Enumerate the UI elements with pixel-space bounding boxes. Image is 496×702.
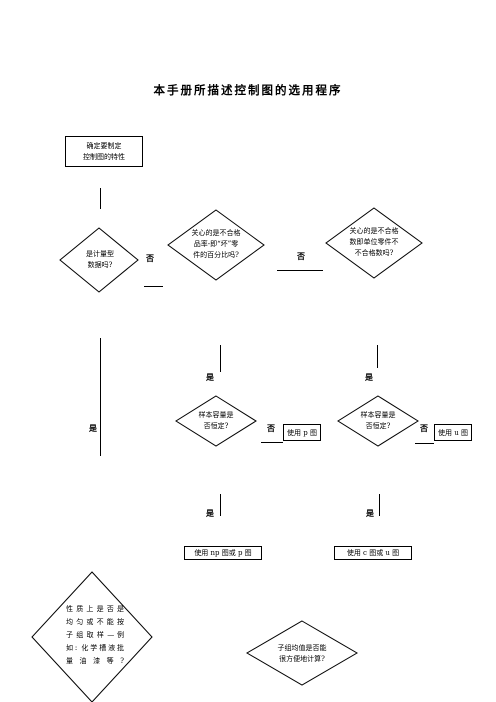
label-no: 否 xyxy=(267,424,275,433)
decision-text-measurement: 是计量型 数据吗? xyxy=(72,249,128,271)
connector xyxy=(220,345,221,372)
page-title: 本手册所描述控制图的选用程序 xyxy=(153,83,343,97)
decision-text-sample-size-u: 样本容量是 否恒定? xyxy=(348,410,408,432)
connector xyxy=(261,442,283,443)
diamond-line: 如: 化学槽液批 xyxy=(66,644,124,652)
decision-text-defective-rate: 关心的是不合格 品率-即“坏”零 件的百分比吗? xyxy=(181,228,251,261)
label-yes: 是 xyxy=(366,509,374,518)
diamond-line: 数据吗? xyxy=(87,261,113,269)
box-use-p-chart: 使用 p 图 xyxy=(283,424,321,441)
decision-diamond-defective-rate xyxy=(167,209,265,281)
diamond-line: 数即单位零件不 xyxy=(349,238,399,246)
diamond-line: 样本容量是 xyxy=(360,411,396,419)
diamond-line: 关心的是不合格 xyxy=(349,227,399,235)
box-text: 控制图的特性 xyxy=(83,152,125,161)
diamond-line: 子 组 取 样 — 例 xyxy=(66,631,124,639)
connector xyxy=(415,443,434,444)
diamond-line: 否恒定? xyxy=(365,422,391,430)
diamond-line: 品率-即“坏”零 xyxy=(193,240,239,248)
label-no: 否 xyxy=(420,424,428,433)
decision-diamond-measurement xyxy=(59,227,139,293)
diamond-line: 量油漆等? xyxy=(66,657,124,665)
diamond-line: 关心的是不合格 xyxy=(191,229,241,237)
decision-text-homogeneous: 性 质 上 是 否 是 均 匀 或 不 能 按 子 组 取 样 — 例 如: 化… xyxy=(66,603,124,668)
diamond-line: 很方便地计算? xyxy=(279,655,325,663)
connector xyxy=(220,494,221,516)
label-no: 否 xyxy=(297,252,305,261)
diamond-line: 样本容量是 xyxy=(198,411,234,419)
decision-diamond-subgroup-mean xyxy=(246,620,358,686)
connector xyxy=(100,338,101,456)
diamond-line: 不合格数吗? xyxy=(354,249,394,257)
diamond-line: 否恒定? xyxy=(203,422,229,430)
diamond-line: 子组均值是否能 xyxy=(277,644,327,652)
box-use-np-or-p-chart: 使用 np 图或 p 图 xyxy=(184,546,262,560)
decision-text-sample-size-p: 样本容量是 否恒定? xyxy=(186,410,246,432)
label-yes: 是 xyxy=(365,373,373,382)
box-use-c-or-u-chart: 使用 c 图或 u 图 xyxy=(334,546,412,560)
decision-text-subgroup-mean: 子组均值是否能 很方便地计算? xyxy=(267,643,337,665)
diamond-line: 是计量型 xyxy=(86,250,114,258)
connector xyxy=(144,286,163,287)
diamond-line: 均 匀 或 不 能 按 xyxy=(66,618,124,626)
box-define-characteristic: 确定要制定 控制图的特性 xyxy=(65,136,143,167)
connector xyxy=(377,345,378,368)
label-no: 否 xyxy=(146,254,154,263)
box-text: 使用 c 图或 u 图 xyxy=(346,549,400,557)
connector xyxy=(379,494,380,516)
label-yes: 是 xyxy=(206,509,214,518)
decision-diamond-sample-size-p xyxy=(175,395,257,447)
label-yes: 是 xyxy=(89,424,97,433)
box-text: 使用 u 图 xyxy=(438,428,468,437)
decision-text-defects-per-unit: 关心的是不合格 数即单位零件不 不合格数吗? xyxy=(339,226,409,259)
connector xyxy=(277,270,323,271)
connector xyxy=(100,188,101,209)
decision-diamond-sample-size-u xyxy=(337,395,419,447)
box-text: 确定要制定 xyxy=(86,141,122,150)
diamond-line: 性 质 上 是 否 是 xyxy=(66,605,124,613)
decision-diamond-defects-per-unit xyxy=(325,207,423,279)
box-text: 使用 p 图 xyxy=(287,428,317,437)
diamond-line: 件的百分比吗? xyxy=(193,251,239,259)
box-text: 使用 np 图或 p 图 xyxy=(194,549,252,557)
decision-diamond-homogeneous xyxy=(31,571,153,702)
box-use-u-chart: 使用 u 图 xyxy=(434,424,472,441)
label-yes: 是 xyxy=(206,373,214,382)
